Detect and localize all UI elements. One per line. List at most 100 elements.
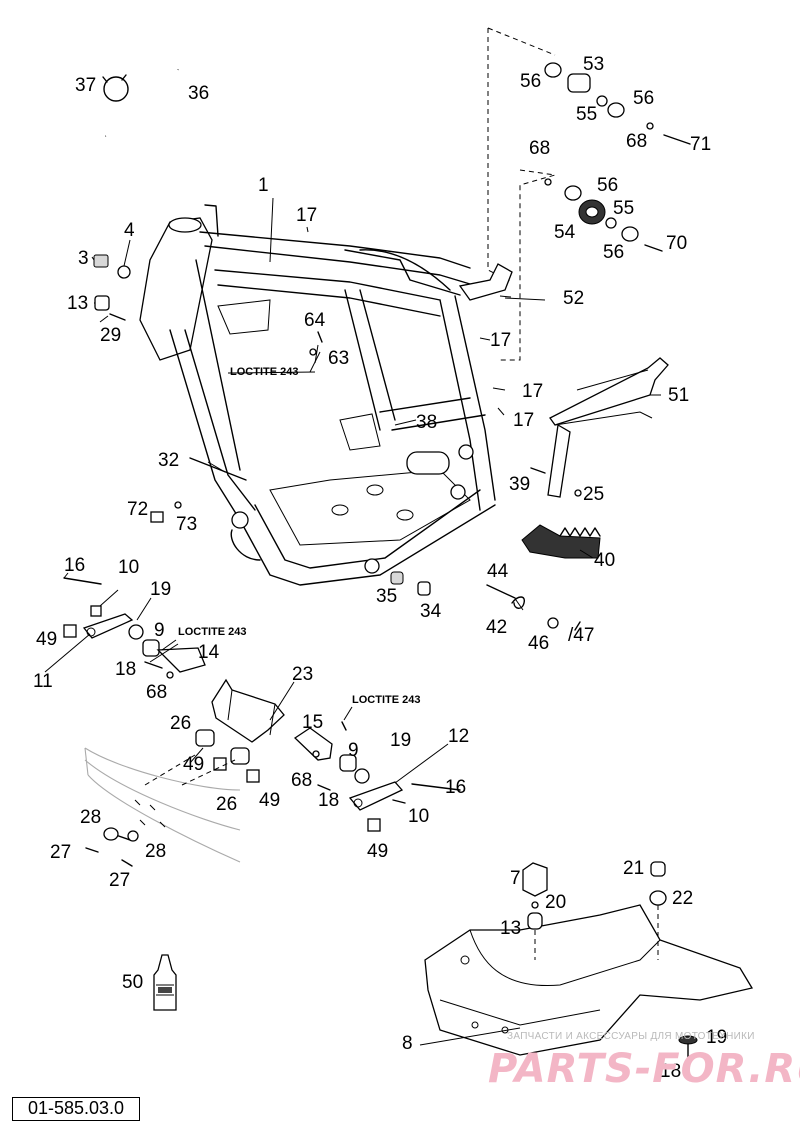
callout-16: 16 — [64, 555, 85, 576]
callout-56: 56 — [520, 71, 541, 92]
head-left-parts — [93, 254, 131, 321]
callout-68: 68 — [291, 770, 312, 791]
callout-1: 1 — [258, 175, 269, 196]
callout-50: 50 — [122, 972, 143, 993]
callout-15: 15 — [302, 712, 323, 733]
callout-9: 9 — [348, 740, 359, 761]
callout-56: 56 — [633, 88, 654, 109]
callout-21: 21 — [623, 858, 644, 879]
callout-68: 68 — [529, 138, 550, 159]
callout-8: 8 — [402, 1033, 413, 1054]
callout-28: 28 — [145, 841, 166, 862]
watermark-caption: ЗАПЧАСТИ И АКСЕССУАРЫ ДЛЯ МОТОТЕХНИКИ — [507, 1031, 755, 1042]
callout-4: 4 — [124, 220, 135, 241]
callout-46: 46 — [528, 633, 549, 654]
leader-lines — [44, 197, 661, 1046]
callout-17: 17 — [490, 330, 511, 351]
callout-18: 18 — [115, 659, 136, 680]
engine-bracket-parts — [85, 678, 285, 867]
callout-55: 55 — [613, 198, 634, 219]
callout-14: 14 — [198, 642, 220, 663]
bushing-34-part — [417, 581, 431, 596]
callout-49: 49 — [259, 790, 280, 811]
callout-56: 56 — [603, 242, 624, 263]
skid-plate-part — [424, 904, 754, 1056]
callout-68: 68 — [146, 682, 167, 703]
bushing-35-part — [390, 571, 404, 585]
callout-17: 17 — [513, 410, 534, 431]
loctite-notes: LOCTITE 243 LOCTITE 243 LOCTITE 243 — [178, 366, 420, 706]
callout-27: 27 — [50, 842, 71, 863]
engine-bolt-parts — [150, 457, 247, 523]
callout-26: 26 — [170, 713, 191, 734]
callout-47: /47 — [568, 625, 594, 646]
main-frame-part — [139, 204, 496, 586]
frame-protector-ghost — [84, 747, 241, 863]
callout-73: 73 — [176, 514, 197, 535]
watermark-logo: PARTS-FOR.RU — [488, 1046, 800, 1092]
callout-27: 27 — [109, 870, 130, 891]
callout-55: 55 — [576, 104, 597, 125]
bracket-dash-lines — [144, 754, 236, 786]
callout-13: 13 — [67, 293, 88, 314]
hose-clamp-part — [102, 74, 129, 102]
engine-mount-right-parts — [293, 721, 461, 832]
callout-3: 3 — [78, 248, 89, 269]
loctite-bottle-part — [153, 954, 177, 1011]
callout-19: 19 — [150, 579, 171, 600]
callout-51: 51 — [668, 385, 689, 406]
callout-42: 42 — [486, 617, 507, 638]
callout-34: 34 — [420, 601, 442, 622]
callout-53: 53 — [583, 54, 604, 75]
callout-26: 26 — [216, 794, 237, 815]
skid-plate-hardware — [522, 861, 698, 1071]
side-stand-bracket-part — [458, 263, 513, 301]
callout-52: 52 — [563, 288, 584, 309]
footpeg-part — [521, 524, 601, 559]
callout-18: 18 — [318, 790, 339, 811]
callout-23: 23 — [292, 664, 313, 685]
callout-13: 13 — [500, 918, 521, 939]
callout-44: 44 — [487, 561, 509, 582]
callout-16: 16 — [445, 777, 466, 798]
loctite-bolt-parts-upper — [309, 331, 323, 356]
nut-25-part — [574, 489, 582, 497]
callout-56: 56 — [597, 175, 618, 196]
callout-70: 70 — [666, 233, 687, 254]
loctite-note-upper: LOCTITE 243 — [230, 366, 298, 378]
callout-39: 39 — [509, 474, 530, 495]
callout-49: 49 — [367, 841, 388, 862]
skid-plate-dash-lines — [534, 905, 659, 960]
callout-17: 17 — [522, 381, 543, 402]
callout-10: 10 — [408, 806, 429, 827]
callout-19: 19 — [390, 730, 411, 751]
vent-hose-part — [105, 69, 181, 139]
callout-18: 18 — [660, 1061, 681, 1082]
diagram-code-box: 01-585.03.0 — [12, 1097, 140, 1121]
upper-pivot-parts — [544, 62, 691, 252]
callout-17: 17 — [296, 205, 317, 226]
callout-49: 49 — [36, 629, 57, 650]
callout-19: 19 — [706, 1027, 727, 1048]
callout-35: 35 — [376, 586, 397, 607]
footpeg-hardware — [486, 584, 581, 631]
callout-37: 37 — [75, 75, 96, 96]
loctite-note-right: LOCTITE 243 — [352, 694, 420, 706]
callout-63: 63 — [328, 348, 349, 369]
callout-54: 54 — [554, 222, 576, 243]
callout-72: 72 — [127, 499, 148, 520]
callout-25: 25 — [583, 484, 604, 505]
callout-68: 68 — [626, 131, 647, 152]
callout-64: 64 — [304, 310, 326, 331]
callout-49: 49 — [183, 754, 204, 775]
callout-29: 29 — [100, 325, 121, 346]
callout-9: 9 — [154, 620, 165, 641]
callout-7: 7 — [510, 868, 521, 889]
callout-22: 22 — [672, 888, 693, 909]
callout-36: 36 — [188, 83, 209, 104]
callout-20: 20 — [545, 892, 566, 913]
parts-artwork — [63, 27, 754, 1071]
callout-28: 28 — [80, 807, 101, 828]
reference-dash-line-2 — [500, 169, 556, 361]
